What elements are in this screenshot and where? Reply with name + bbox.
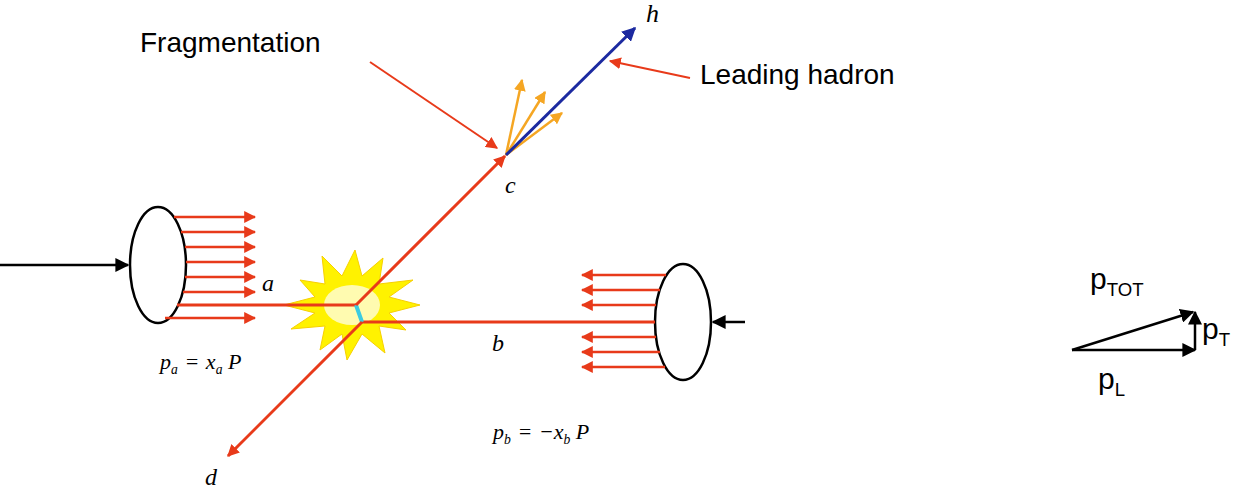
subscript-label: TOT <box>1107 279 1144 300</box>
parton-line <box>362 321 655 324</box>
parton-arrows <box>165 217 255 318</box>
subscript-label: b <box>563 432 570 447</box>
text-label: Leading hadron <box>700 59 895 90</box>
parton-arrow <box>228 322 362 456</box>
parton-line <box>177 304 356 307</box>
subscript-label: L <box>1115 379 1125 400</box>
hadron-arrow <box>506 28 635 155</box>
text-label: −x <box>539 419 564 444</box>
text-label: P <box>576 419 589 444</box>
text-label: p <box>493 419 504 444</box>
proton-ellipse <box>655 264 711 380</box>
label-group: pTOT <box>1090 262 1144 300</box>
text-label: p <box>160 349 171 374</box>
text-label: h <box>646 0 659 28</box>
label-group: c <box>505 172 516 198</box>
text-label: p <box>1202 312 1219 345</box>
text-label: d <box>205 464 217 490</box>
subscript-label: a <box>216 362 223 377</box>
text-label: c <box>505 172 516 198</box>
text-label: x <box>206 349 216 374</box>
label-group: Fragmentation <box>140 28 321 59</box>
subscript-label: b <box>504 432 511 447</box>
subscript-label: a <box>171 362 178 377</box>
label-group: b <box>492 330 504 356</box>
beam-arrow <box>713 321 745 324</box>
momentum-vectors <box>1072 312 1195 350</box>
label-group: pa=xaP <box>160 350 241 377</box>
text-label: Fragmentation <box>140 27 321 58</box>
label-group: d <box>205 464 217 490</box>
text-label: b <box>492 330 504 356</box>
beam-arrow <box>0 264 128 267</box>
subscript-label: T <box>1219 329 1230 350</box>
label-group: pL <box>1098 362 1125 400</box>
text-label: = <box>517 419 532 444</box>
fragment-arrows <box>506 80 562 155</box>
text-label: p <box>1098 362 1115 395</box>
label-group: a <box>262 270 274 296</box>
text-label: = <box>184 349 199 374</box>
parton-arrow <box>356 156 505 305</box>
pointer-arrow <box>370 62 497 148</box>
label-group: pb=−xbP <box>493 420 589 447</box>
label-group: pT <box>1202 312 1230 350</box>
pointer-arrow <box>610 61 690 78</box>
text-label: a <box>262 270 274 296</box>
label-group: Leading hadron <box>700 60 895 91</box>
text-label: P <box>228 349 241 374</box>
text-label: p <box>1090 262 1107 295</box>
exchange-line <box>356 305 362 322</box>
label-group: h <box>646 0 659 29</box>
